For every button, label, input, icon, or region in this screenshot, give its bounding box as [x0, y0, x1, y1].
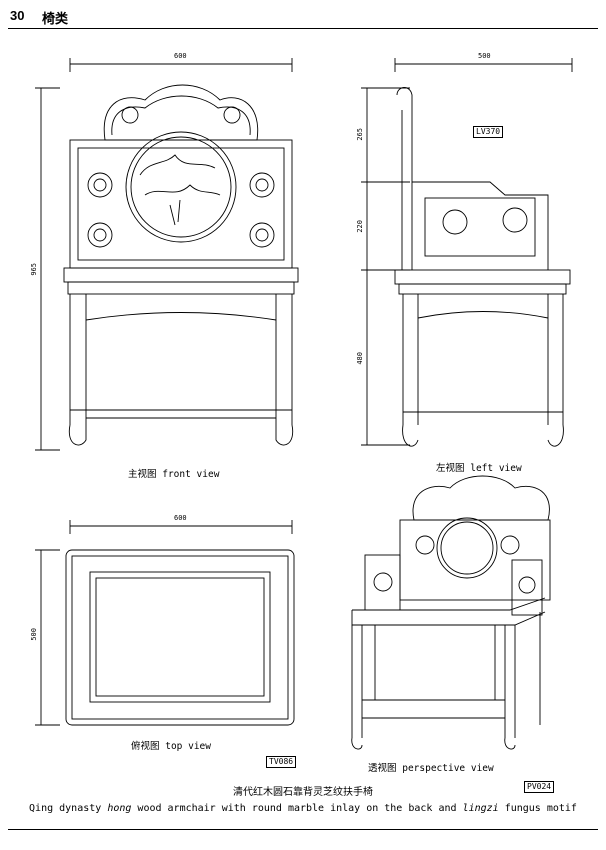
- left-dim-lower: 480: [356, 352, 364, 365]
- left-depth-dim: 500: [478, 52, 491, 60]
- section-title: 椅类: [42, 12, 69, 27]
- title-en-part2: wood armchair with round marble inlay on…: [131, 803, 463, 814]
- top-view-caption: 俯视图 top view: [131, 741, 211, 752]
- title-en-hong: hong: [107, 803, 132, 814]
- front-height-dim: 965: [30, 263, 38, 276]
- left-view-code: LV370: [473, 126, 504, 138]
- header-rule: [8, 28, 598, 29]
- perspective-view-caption: 透视图 perspective view: [368, 763, 494, 774]
- page-header: 30 椅类: [0, 0, 606, 30]
- title-en-lingzi: lingzi: [462, 803, 499, 814]
- top-depth-dim: 500: [30, 628, 38, 641]
- top-view-drawing: [35, 520, 295, 726]
- perspective-view-code: PV024: [524, 781, 555, 793]
- left-dim-middle: 220: [356, 220, 364, 233]
- figure-title-chinese: 清代红木圆石靠背灵芝纹扶手椅: [233, 787, 373, 798]
- top-width-dim: 600: [174, 514, 187, 522]
- front-view-caption: 主视图 front view: [128, 469, 220, 480]
- title-en-part3: fungus motif: [498, 803, 577, 814]
- front-view-drawing: [35, 58, 299, 451]
- figure-title-english: Qing dynasty hong wood armchair with rou…: [0, 803, 606, 814]
- left-view-drawing: [361, 58, 573, 447]
- top-view-code: TV086: [266, 756, 297, 768]
- page-number: 30: [10, 8, 25, 23]
- title-en-part1: Qing dynasty: [29, 803, 108, 814]
- left-view-caption: 左视图 left view: [436, 463, 522, 474]
- perspective-view-drawing: [351, 475, 551, 750]
- footer-rule: [8, 829, 598, 830]
- left-dim-upper: 265: [356, 128, 364, 141]
- front-width-dim: 600: [174, 52, 187, 60]
